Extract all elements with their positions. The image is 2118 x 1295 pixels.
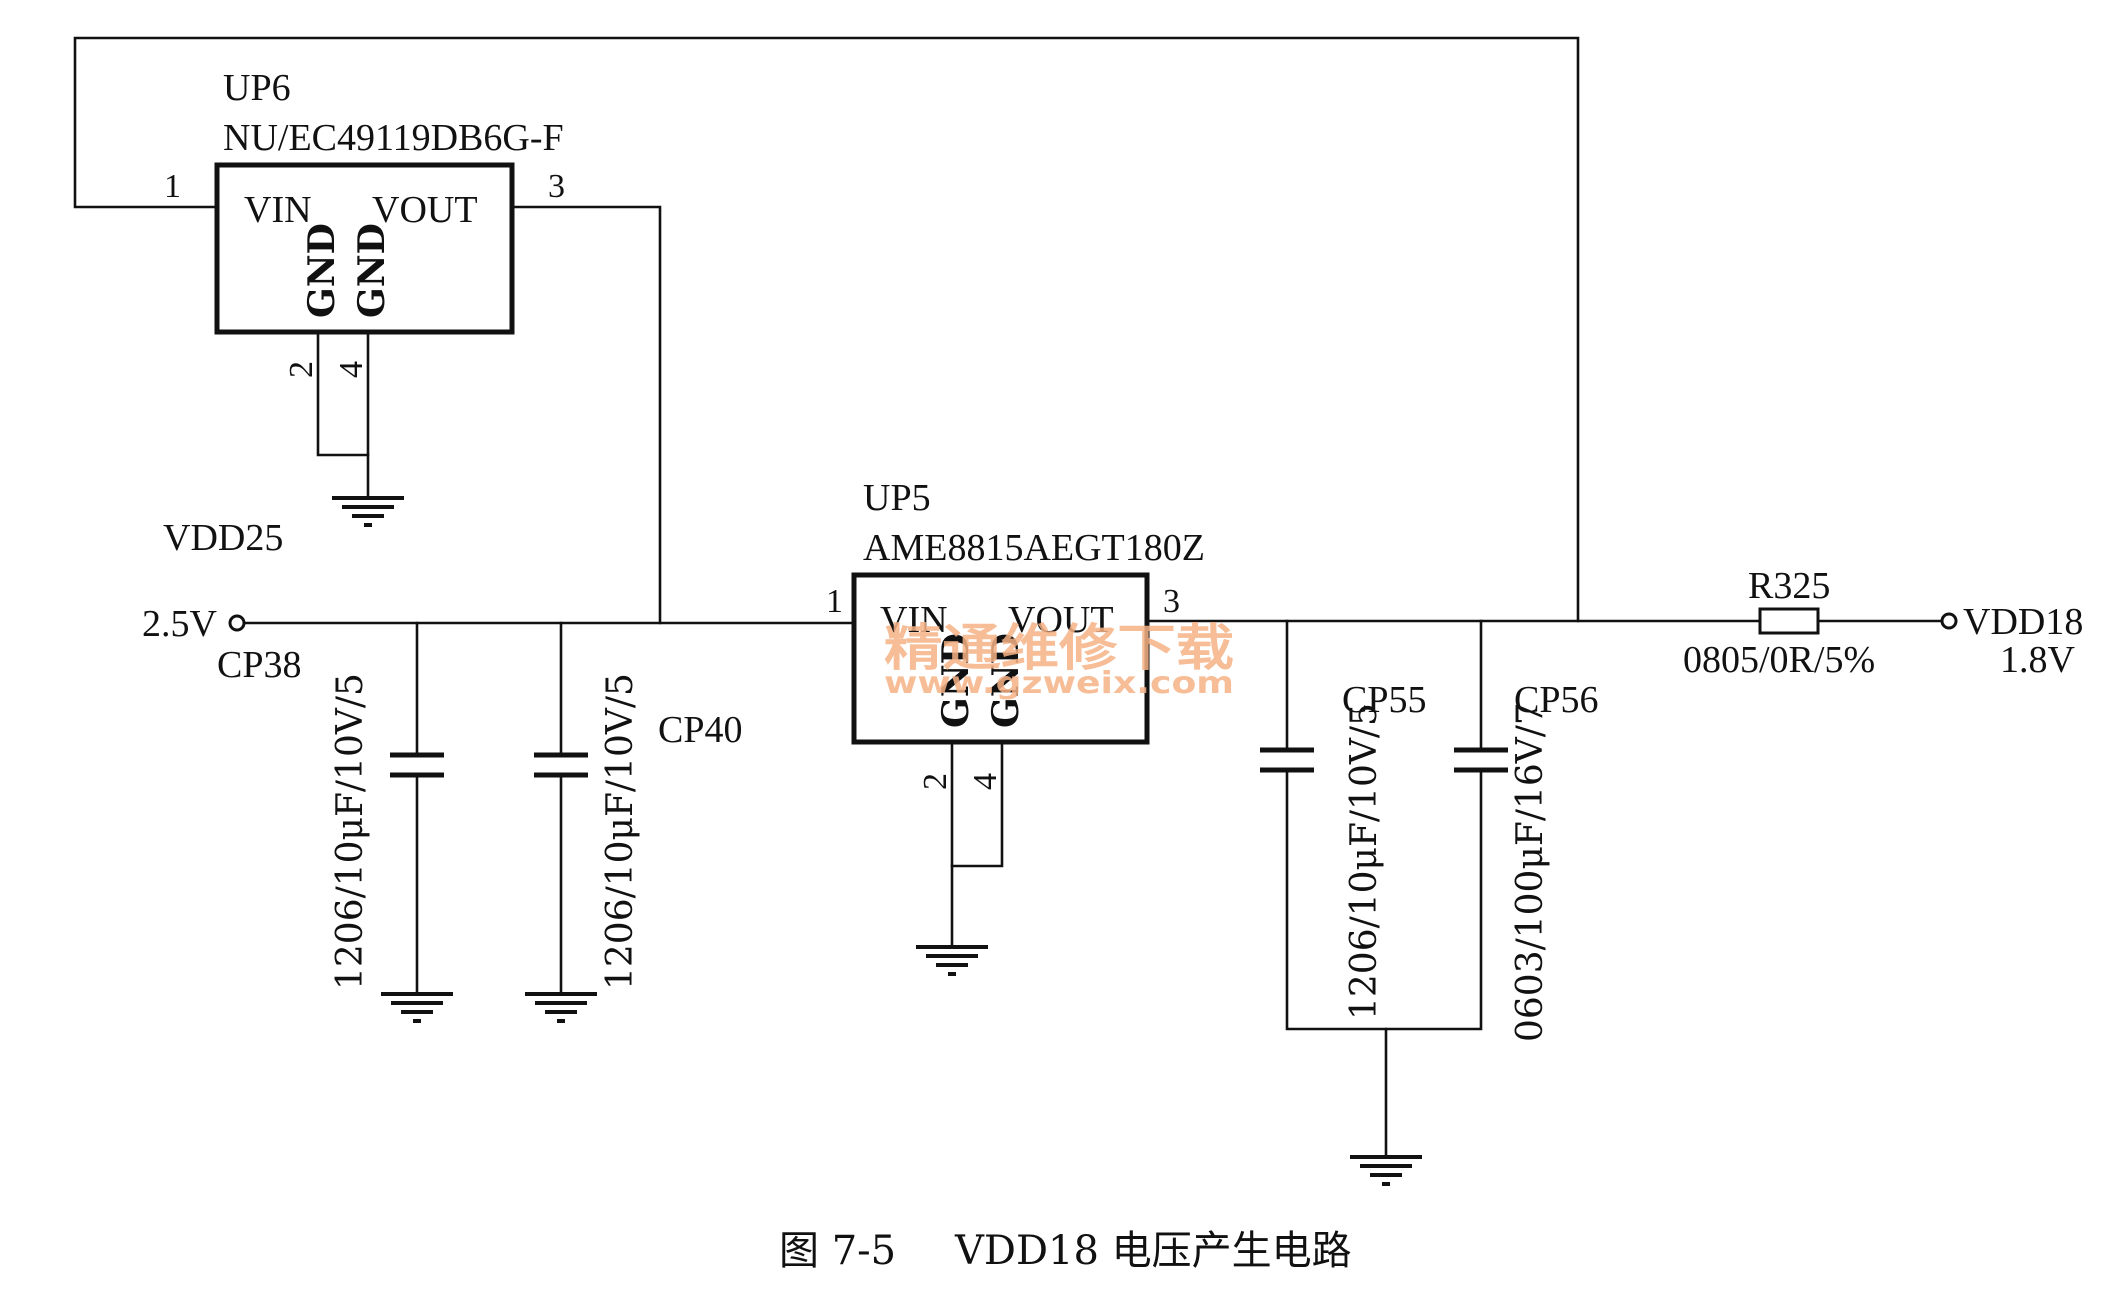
r325-body: [1758, 607, 1820, 635]
up5-body: [851, 572, 1150, 745]
cp56-ref-label: CP56: [1514, 679, 1598, 721]
wire-up6-vout: [510, 205, 662, 625]
wire-cp55-cp56-bottom: [1285, 768, 1483, 1031]
capacitor-cp40: CP40 1206/10μF/10V/5: [534, 673, 742, 990]
up6-vout-label: VOUT: [372, 189, 478, 231]
up5-ref-label: UP5: [863, 477, 931, 519]
ground-symbols: [332, 496, 1422, 1186]
watermark-chinese-text: 精通维修下载: [884, 619, 1234, 677]
up5-vin-label: VIN: [880, 599, 948, 641]
ground-icon-cp55-cp56: [1350, 1155, 1422, 1186]
wire-up6-vin-loop: [73, 36, 1580, 623]
terminal-2v5-input: [228, 614, 246, 632]
ground-icon-cp40: [525, 992, 597, 1023]
net-label-vdd18: VDD18: [1963, 601, 2083, 643]
up5-pin4-number: 4: [967, 773, 1004, 790]
up6-gnd-label-a: GND: [301, 223, 343, 318]
watermark: 精通维修下载 www.gzweix.com: [884, 619, 1234, 701]
figure-number: 图 7-5: [779, 1228, 896, 1274]
up6-vin-label: VIN: [244, 189, 312, 231]
capacitor-cp55: CP55 1206/10μF/10V/5: [1260, 679, 1426, 1020]
up6-gnd-label-b: GND: [351, 223, 393, 318]
r325-value-label: 0805/0R/5%: [1683, 639, 1875, 681]
up6-ref-label: UP6: [223, 67, 291, 109]
up6-pin2-number: 2: [283, 361, 320, 378]
cp38-value-label: 1206/10μF/10V/5: [330, 673, 371, 990]
up5-pin1-number: 1: [826, 583, 843, 620]
r325-ref-label: R325: [1748, 565, 1830, 607]
wires: [73, 36, 1944, 1159]
figure-title: VDD18 电压产生电路: [954, 1228, 1352, 1274]
cp55-ref-label: CP55: [1342, 679, 1426, 721]
regulator-up5: UP5 AME8815AEGT180Z VIN VOUT GND GND 1 3…: [826, 477, 1205, 790]
regulator-up6: UP6 NU/EC49119DB6G-F VIN VOUT GND GND 1 …: [164, 67, 565, 378]
up6-pin4-number: 4: [333, 361, 370, 378]
cp55-value-label: 1206/10μF/10V/5: [1344, 703, 1385, 1020]
up5-gnd-label-a: GND: [935, 633, 977, 728]
up5-part-label: AME8815AEGT180Z: [863, 527, 1205, 569]
up5-pin3-number: 3: [1163, 583, 1180, 620]
ground-icon-cp38: [381, 992, 453, 1023]
capacitor-cp38: CP38 1206/10μF/10V/5: [217, 644, 444, 990]
net-label-1v8: 1.8V: [2000, 639, 2076, 681]
up5-gnd-label-b: GND: [985, 633, 1027, 728]
up6-part-label: NU/EC49119DB6G-F: [223, 117, 564, 159]
ground-icon-up5: [916, 945, 988, 976]
resistor-r325: R325 0805/0R/5%: [1683, 565, 1875, 681]
cp38-ref-label: CP38: [217, 644, 301, 686]
terminal-vdd18-output: [1940, 612, 1958, 630]
watermark-url-text: www.gzweix.com: [884, 666, 1234, 701]
up5-vout-label: VOUT: [1008, 599, 1114, 641]
cp40-value-label: 1206/10μF/10V/5: [600, 673, 641, 990]
up5-pin2-number: 2: [917, 773, 954, 790]
wire-up5-gnd: [950, 740, 1004, 868]
up6-pin3-number: 3: [548, 168, 565, 205]
ground-icon-up6: [332, 496, 404, 527]
cp40-ref-label: CP40: [658, 709, 742, 751]
up6-body: [214, 162, 515, 335]
cp56-value-label: 0603/100μF/16V/7: [1510, 702, 1551, 1042]
net-label-vdd25: VDD25: [163, 517, 283, 559]
capacitor-cp56: CP56 0603/100μF/16V/7: [1454, 679, 1598, 1042]
wire-up6-gnd: [316, 330, 370, 457]
up6-pin1-number: 1: [164, 168, 181, 205]
net-label-2v5: 2.5V: [142, 603, 218, 645]
